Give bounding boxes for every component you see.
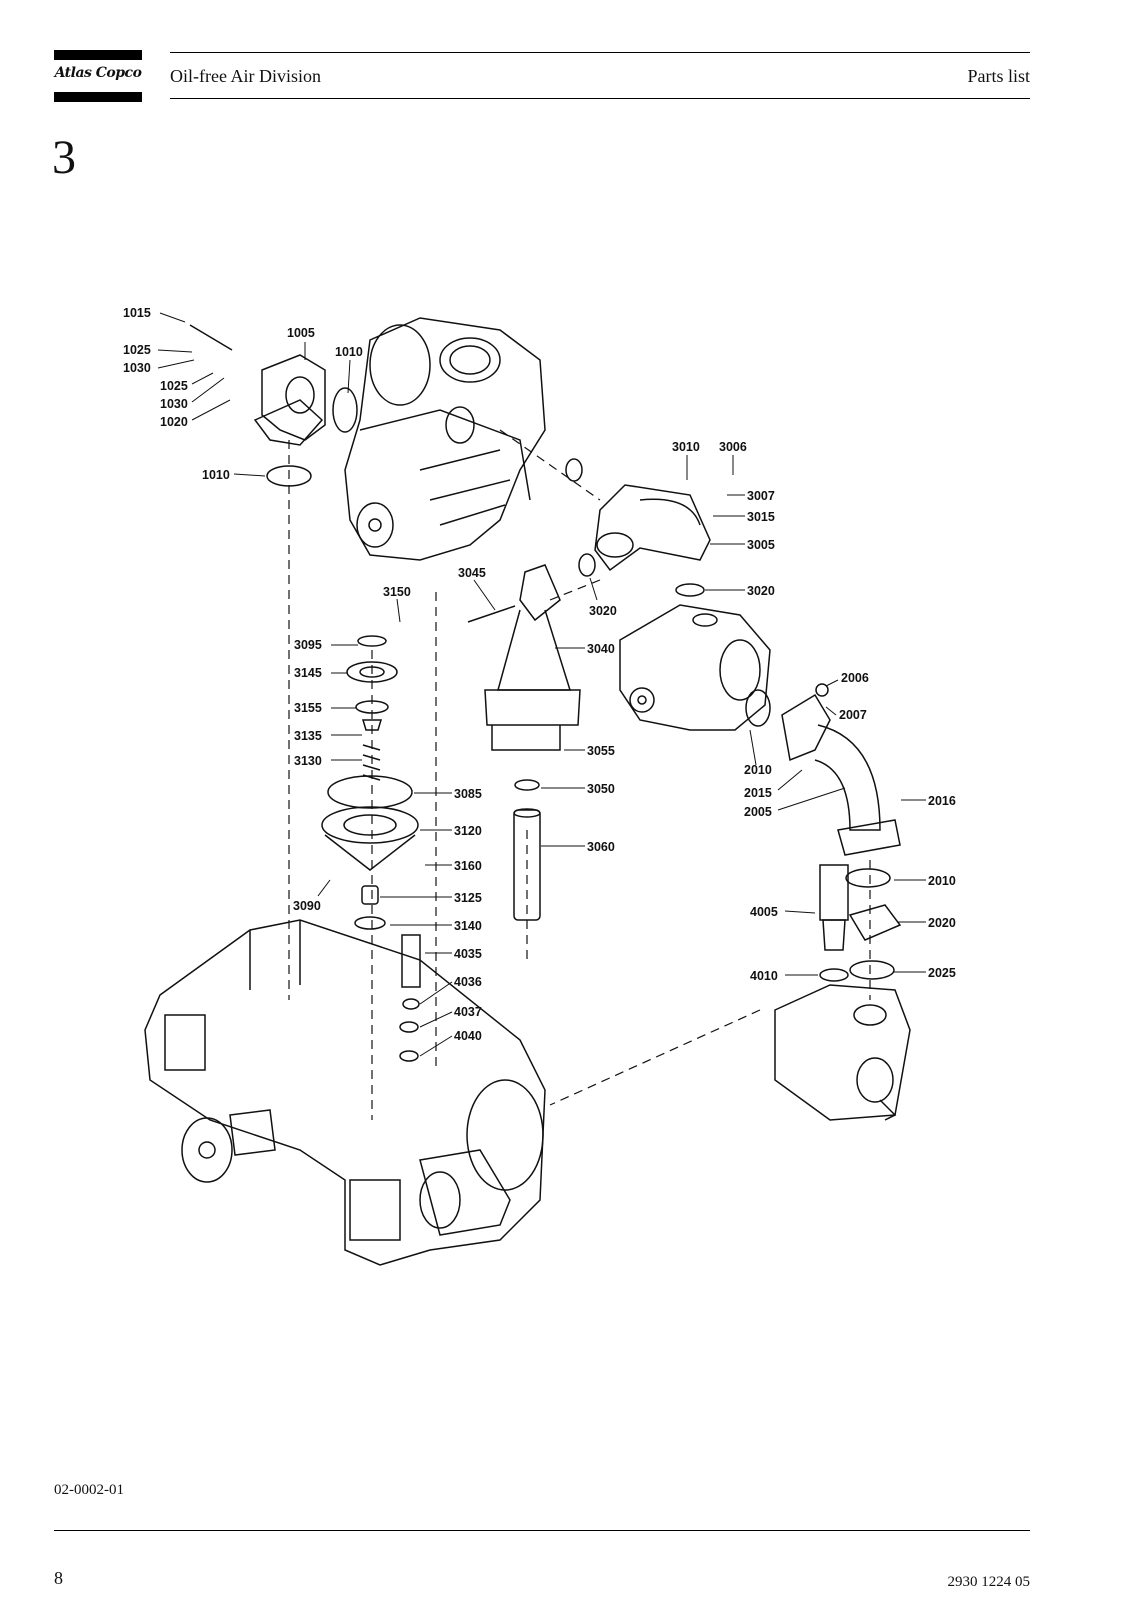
callout-3005: 3005 [747, 538, 775, 552]
callout-3055: 3055 [587, 744, 615, 758]
callout-1010: 1010 [202, 468, 230, 482]
callout-2007: 2007 [839, 708, 867, 722]
logo-bar-bottom [54, 92, 142, 102]
page-number: 8 [54, 1568, 63, 1588]
callout-3045: 3045 [458, 566, 486, 580]
callout-2015: 2015 [744, 786, 772, 800]
callout-4005: 4005 [750, 905, 778, 919]
callout-1015: 1015 [123, 306, 151, 320]
right-compressor-element [619, 604, 771, 731]
callout-2005: 2005 [744, 805, 772, 819]
callout-1025: 1025 [123, 343, 151, 357]
callout-3125: 3125 [454, 891, 482, 905]
callout-3095: 3095 [294, 638, 322, 652]
callout-4037: 4037 [454, 1005, 482, 1019]
logo-text: Atlas Copco [54, 65, 142, 81]
callout-3060: 3060 [587, 840, 615, 854]
callout-4010: 4010 [750, 969, 778, 983]
callout-3050: 3050 [587, 782, 615, 796]
callout-3155: 3155 [294, 701, 322, 715]
diagram-drawing [144, 317, 911, 1266]
callout-3160: 3160 [454, 859, 482, 873]
callout-4040: 4040 [454, 1029, 482, 1043]
assembly-lines [288, 429, 871, 1120]
callout-3085: 3085 [454, 787, 482, 801]
callout-4035: 4035 [454, 947, 482, 961]
leader-lines [157, 312, 926, 1057]
upper-compressor-element [344, 317, 546, 561]
callout-1030: 1030 [123, 361, 151, 375]
document-number: 2930 1224 05 [947, 1574, 1031, 1590]
lower-right-housing [774, 984, 911, 1121]
callout-3090: 3090 [293, 899, 321, 913]
section-label: Parts list [967, 66, 1030, 86]
figure-id: 02-0002-01 [54, 1482, 124, 1498]
atlas-copco-logo: Atlas Copco [54, 50, 142, 102]
callout-3010: 3010 [672, 440, 700, 454]
logo-bar-top [54, 50, 142, 60]
section-number: 3 [52, 131, 76, 184]
callout-3150: 3150 [383, 585, 411, 599]
callout-2016: 2016 [928, 794, 956, 808]
callout-3020: 3020 [747, 584, 775, 598]
shaft-4005 [819, 864, 849, 982]
callout-3040: 3040 [587, 642, 615, 656]
footer-rule [54, 1530, 1030, 1531]
lower-base-housing [144, 919, 546, 1266]
callout-3135: 3135 [294, 729, 322, 743]
callout-labels: 1015 1025 1030 1005 1010 1025 1030 1020 … [123, 306, 956, 1043]
callout-3020: 3020 [589, 604, 617, 618]
callout-4036: 4036 [454, 975, 482, 989]
callout-1005: 1005 [287, 326, 315, 340]
callout-2010: 2010 [744, 763, 772, 777]
division-name: Oil-free Air Division [170, 66, 321, 86]
callout-3007: 3007 [747, 489, 775, 503]
callout-3006: 3006 [719, 440, 747, 454]
discharge-elbow-2005 [781, 683, 902, 980]
callout-3140: 3140 [454, 919, 482, 933]
callout-3120: 3120 [454, 824, 482, 838]
header-rule-top [170, 52, 1030, 53]
callout-2006: 2006 [841, 671, 869, 685]
callout-1025: 1025 [160, 379, 188, 393]
header-rule-bottom [170, 98, 1030, 99]
callout-2010: 2010 [928, 874, 956, 888]
callout-2025: 2025 [928, 966, 956, 980]
callout-3145: 3145 [294, 666, 322, 680]
callout-1010: 1010 [335, 345, 363, 359]
callout-1030: 1030 [160, 397, 188, 411]
callout-2020: 2020 [928, 916, 956, 930]
small-parts-4035-4040 [399, 934, 421, 1062]
callout-3130: 3130 [294, 754, 322, 768]
elbow-pipe-3005 [467, 458, 711, 623]
inlet-flange-1005 [189, 324, 358, 487]
callout-3015: 3015 [747, 510, 775, 524]
cyclone-separator-3040 [484, 564, 581, 921]
callout-1020: 1020 [160, 415, 188, 429]
valve-assembly-3120 [321, 635, 419, 930]
